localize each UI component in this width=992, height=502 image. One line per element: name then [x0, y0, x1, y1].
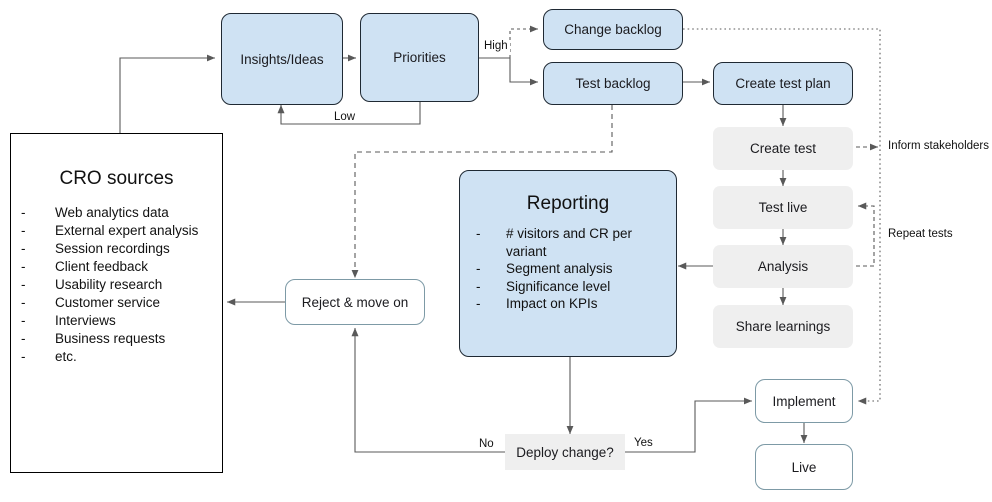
node-label: Share learnings: [735, 319, 831, 334]
bullet-dash: -: [21, 259, 26, 274]
bullet-dash: -: [21, 241, 26, 256]
cro-item-label: etc.: [55, 349, 77, 364]
list-item: - Usability research: [21, 276, 212, 294]
node-label: Live: [791, 459, 817, 475]
list-item: - Web analytics data: [21, 204, 212, 222]
node-create-test-plan[interactable]: Create test plan: [713, 62, 853, 105]
bullet-dash: -: [21, 313, 26, 328]
node-label: Create test: [749, 141, 817, 156]
bullet-dash: -: [476, 278, 481, 294]
node-reject-move-on[interactable]: Reject & move on: [285, 279, 425, 325]
edge-high-to-test-backlog: [509, 58, 539, 86]
list-item: - Impact on KPIs: [476, 295, 660, 313]
cro-sources-panel: CRO sources - Web analytics data - Externa…: [10, 133, 223, 473]
reporting-title: Reporting: [526, 193, 610, 214]
edge-label-low: Low: [332, 111, 358, 123]
edge-cro-to-insights: [119, 54, 216, 133]
bullet-dash: -: [21, 223, 26, 238]
node-label: Reject & move on: [301, 294, 409, 310]
cro-item-label: Customer service: [55, 295, 161, 310]
node-create-test[interactable]: Create test: [713, 127, 853, 170]
edge-label-high: High: [482, 40, 510, 52]
list-item: - Client feedback: [21, 258, 212, 276]
node-reporting[interactable]: Reporting - # visitors and CR per variant…: [459, 170, 677, 357]
node-implement[interactable]: Implement: [755, 379, 853, 423]
node-priorities[interactable]: Priorities: [360, 13, 479, 102]
node-label: Deploy change?: [516, 444, 614, 460]
cro-item-label: Web analytics data: [55, 205, 169, 220]
node-label: Analysis: [757, 259, 809, 274]
cro-sources-title: CRO sources: [59, 168, 174, 189]
cro-item-label: Usability research: [55, 277, 163, 292]
list-item: - Interviews: [21, 312, 212, 330]
node-label: Insights/Ideas: [240, 51, 324, 67]
reporting-list: - # visitors and CR per variant - Segment …: [476, 225, 660, 313]
edge-label-repeat-tests: Repeat tests: [888, 228, 953, 240]
list-item: - etc.: [21, 348, 212, 366]
bullet-dash: -: [476, 296, 481, 311]
node-share-learnings[interactable]: Share learnings: [713, 305, 853, 348]
node-label: Create test plan: [735, 76, 831, 91]
reporting-item-label: Impact on KPIs: [506, 296, 598, 311]
cro-item-label: External expert analysis: [55, 223, 199, 238]
node-label: Implement: [772, 393, 836, 409]
node-live[interactable]: Live: [755, 444, 853, 490]
list-item: - Significance level: [476, 278, 660, 296]
bullet-dash: -: [21, 331, 26, 346]
edge-label-no: No: [477, 438, 496, 450]
cro-item-label: Business requests: [55, 331, 166, 346]
bullet-dash: -: [21, 349, 26, 364]
cro-item-label: Client feedback: [55, 259, 149, 274]
edge-label-inform-stakeholders: Inform stakeholders: [888, 140, 989, 152]
reporting-item-label: Segment analysis: [506, 261, 613, 276]
reporting-item-label: # visitors and CR per variant: [506, 226, 633, 259]
edge-label-yes: Yes: [632, 437, 655, 449]
bullet-dash: -: [476, 226, 481, 241]
node-deploy-change[interactable]: Deploy change?: [505, 434, 625, 470]
node-analysis[interactable]: Analysis: [713, 245, 853, 288]
list-item: - External expert analysis: [21, 222, 212, 240]
bullet-dash: -: [21, 277, 26, 292]
node-label: Test live: [758, 200, 808, 215]
node-change-backlog[interactable]: Change backlog: [543, 9, 683, 50]
list-item: - Business requests: [21, 330, 212, 348]
cro-item-label: Interviews: [55, 313, 116, 328]
cro-sources-list: - Web analytics data - External expert ana…: [21, 204, 212, 366]
list-item: - Session recordings: [21, 240, 212, 258]
reporting-item-label: Significance level: [506, 278, 611, 294]
cro-item-label: Session recordings: [55, 241, 170, 256]
node-insights-ideas[interactable]: Insights/Ideas: [221, 13, 343, 105]
list-item: - Segment analysis: [476, 260, 660, 278]
edge-analysis-repeat-to-test-live: [856, 202, 875, 267]
node-label: Change backlog: [564, 22, 662, 37]
node-label: Test backlog: [575, 76, 651, 91]
list-item: - Customer service: [21, 294, 212, 312]
edge-high-to-change-backlog: [509, 25, 539, 58]
node-label: Priorities: [393, 50, 446, 65]
bullet-dash: -: [21, 205, 26, 220]
bullet-dash: -: [476, 261, 481, 276]
list-item: - # visitors and CR per variant: [476, 225, 660, 260]
node-test-backlog[interactable]: Test backlog: [543, 62, 683, 105]
bullet-dash: -: [21, 295, 26, 310]
node-test-live[interactable]: Test live: [713, 186, 853, 229]
